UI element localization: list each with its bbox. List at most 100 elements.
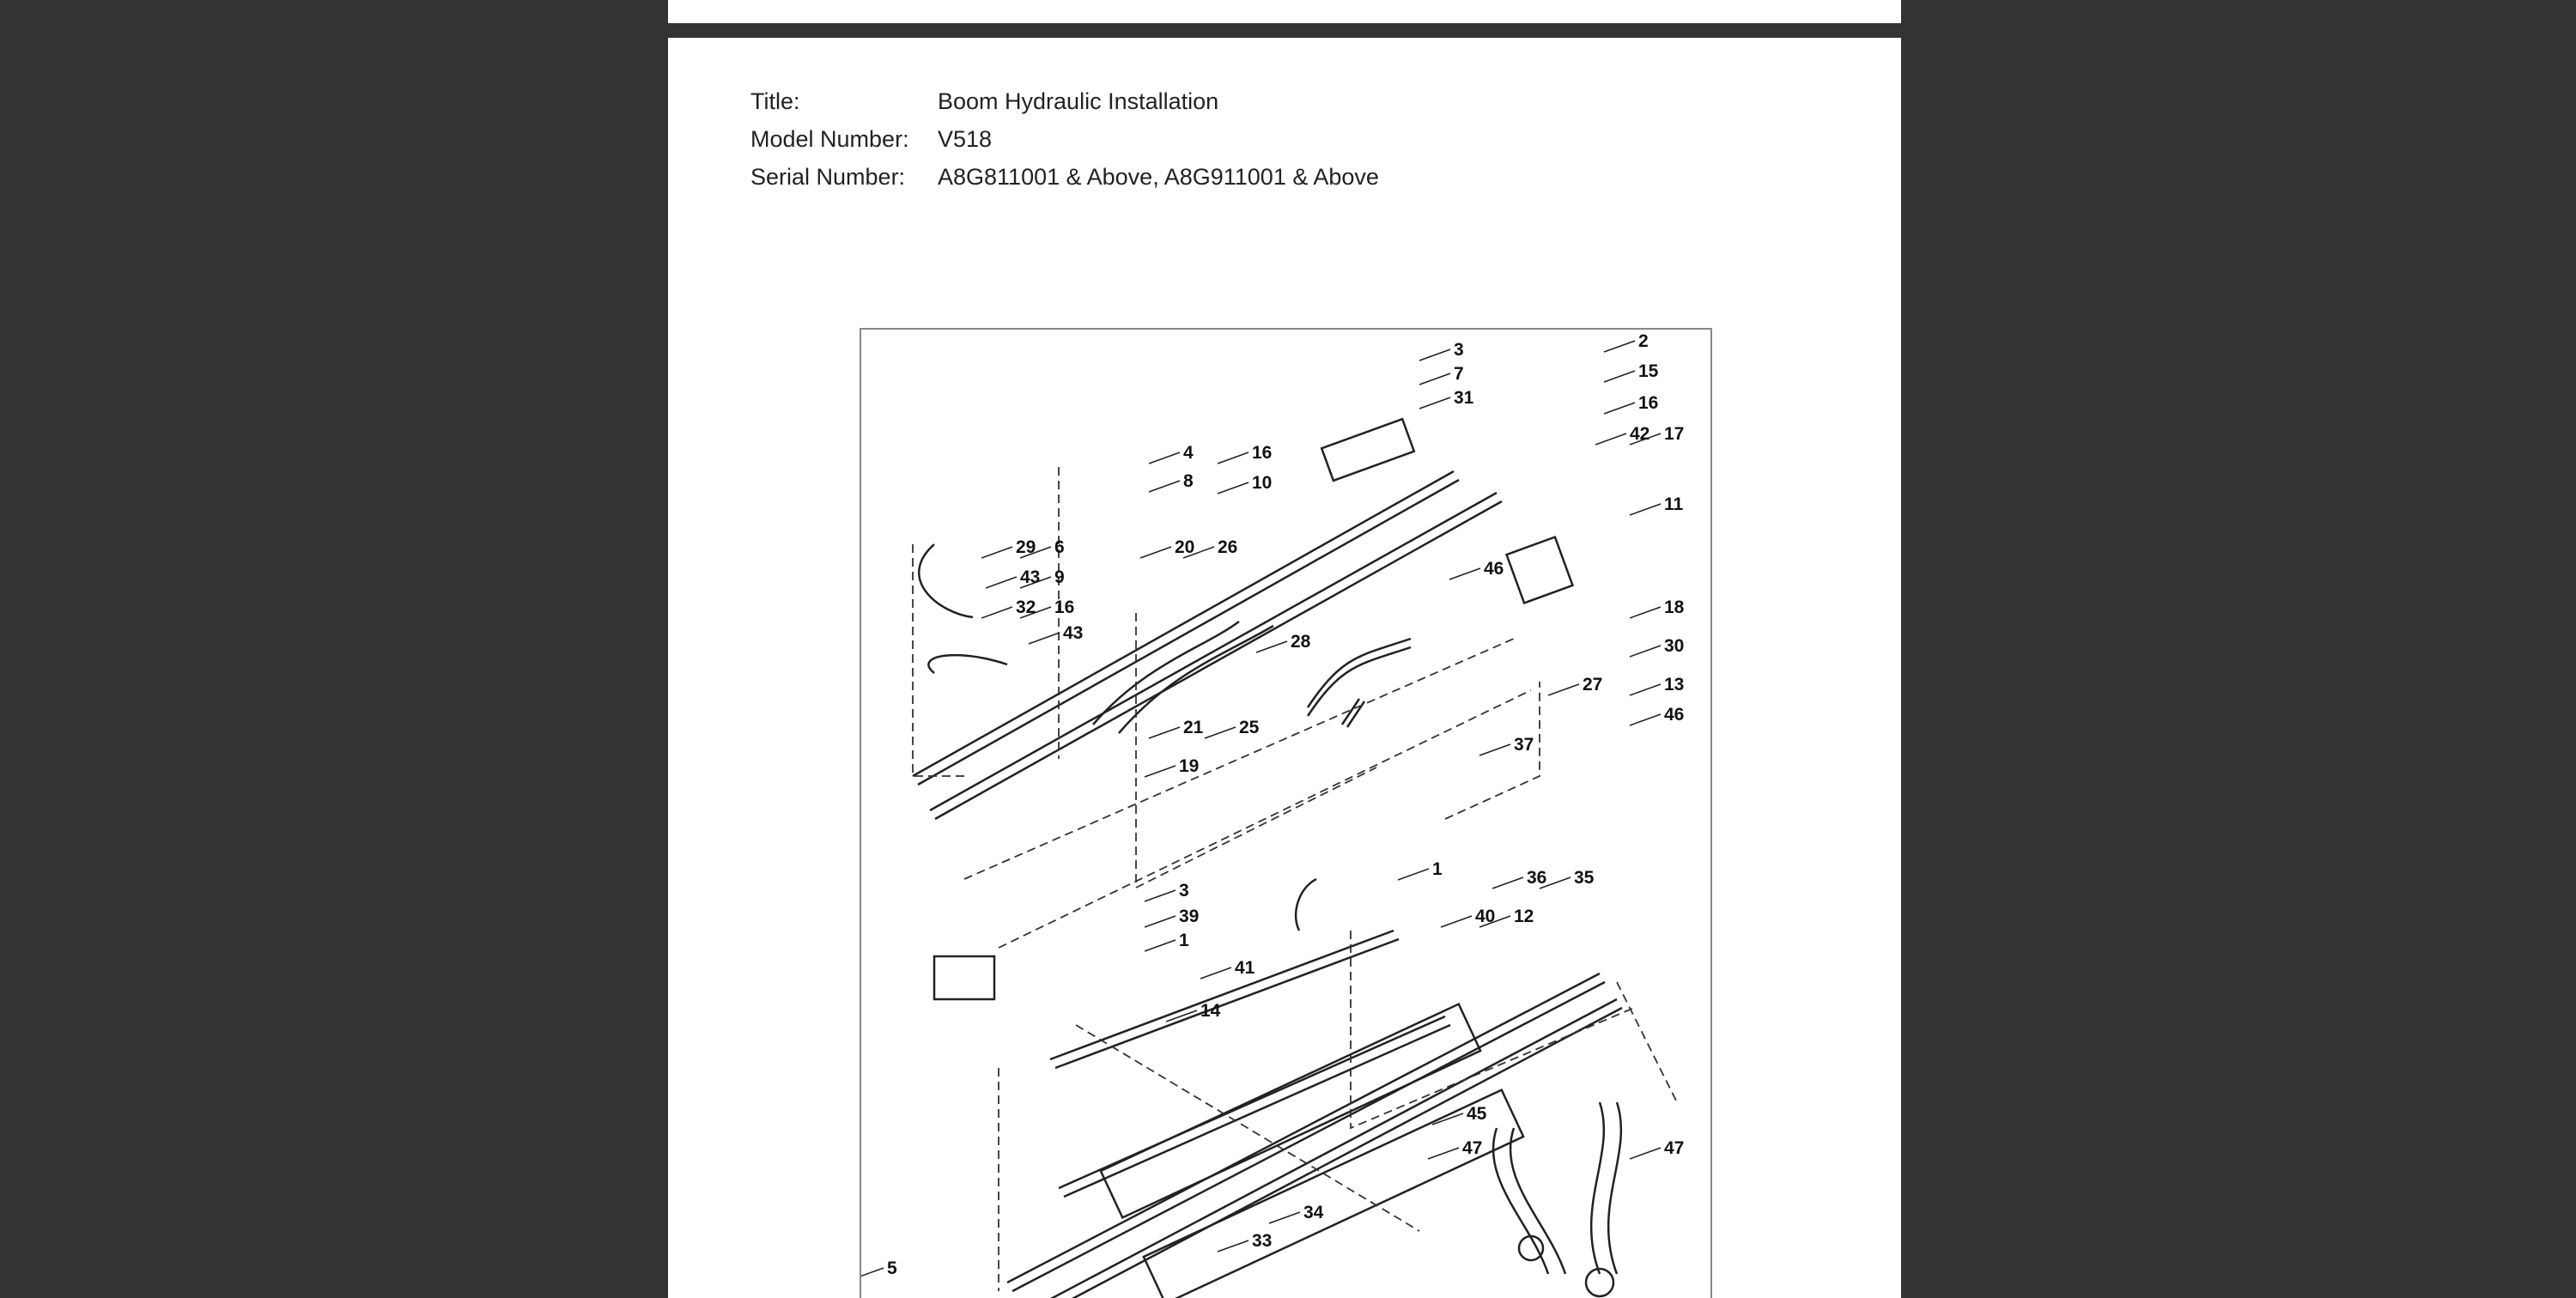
callout-leader	[1268, 1211, 1301, 1224]
callout-number: 25	[1239, 718, 1260, 737]
callout-leader	[1603, 370, 1636, 383]
callout-number: 46	[1484, 559, 1504, 579]
callout-number: 16	[1054, 597, 1074, 617]
callout-leader	[1629, 503, 1662, 516]
callout-number: 46	[1664, 705, 1684, 725]
callout-leader	[1217, 452, 1249, 464]
callout-number: 1	[1179, 931, 1189, 950]
valve-block	[933, 955, 996, 1001]
callout-number: 1	[1432, 859, 1443, 879]
serial-number-value: A8G811001 & Above, A8G911001 & Above	[938, 164, 1379, 190]
serial-number-label: Serial Number:	[750, 164, 906, 190]
dashed-guide	[998, 689, 1532, 949]
callout-number: 6	[1054, 537, 1065, 557]
callout-leader	[1148, 480, 1181, 493]
callout-leader	[1440, 915, 1473, 928]
bracket	[1320, 417, 1416, 482]
callout-leader	[1200, 967, 1232, 980]
callout-number: 36	[1527, 868, 1546, 888]
tube-line	[1049, 929, 1394, 1061]
callout-leader	[1629, 713, 1662, 726]
tube-line	[1063, 1023, 1451, 1198]
tube-line	[1006, 972, 1601, 1284]
plate	[1099, 1002, 1482, 1220]
callout-leader	[981, 546, 1013, 559]
callout-leader	[1629, 683, 1662, 696]
callout-leader	[1603, 402, 1636, 415]
callout-leader	[985, 576, 1018, 589]
tube-line	[1049, 998, 1618, 1298]
callout-leader	[1419, 349, 1451, 361]
callout-leader	[1019, 546, 1052, 559]
hose	[1092, 620, 1240, 725]
tube-line	[917, 478, 1460, 786]
callout-leader	[1028, 632, 1060, 645]
callout-leader	[1539, 876, 1571, 889]
callout-number: 19	[1179, 756, 1199, 776]
dashed-guide	[1444, 682, 1540, 820]
callout-number: 30	[1664, 636, 1684, 656]
hose	[918, 543, 974, 619]
hose	[1509, 1127, 1567, 1275]
callout-number: 29	[1016, 537, 1036, 557]
callout-number: 47	[1462, 1138, 1482, 1158]
tube-line	[912, 470, 1455, 778]
title-value: Boom Hydraulic Installation	[938, 88, 1219, 114]
callout-number: 4	[1183, 443, 1194, 463]
document-page: Title: Boom Hydraulic Installation Model…	[668, 38, 1901, 1298]
callout-number: 20	[1175, 537, 1194, 557]
callout-leader	[1144, 765, 1176, 778]
plate	[1142, 1088, 1525, 1298]
callout-leader	[1449, 567, 1481, 580]
callout-number: 40	[1475, 907, 1495, 926]
callout-number: 31	[1454, 388, 1474, 408]
serial-number-row: Serial Number: A8G811001 & Above, A8G911…	[750, 158, 1379, 196]
callout-leader	[1144, 939, 1176, 952]
callout-leader	[1148, 452, 1181, 464]
callout-leader	[1547, 683, 1580, 696]
callout-number: 3	[1179, 881, 1189, 901]
callout-number: 28	[1291, 632, 1311, 652]
callout-leader	[1182, 546, 1215, 559]
callout-number: 14	[1200, 1001, 1221, 1021]
callout-leader	[1204, 726, 1236, 739]
callout-leader	[1397, 868, 1430, 881]
callout-number: 34	[1303, 1203, 1324, 1222]
title-label: Title:	[750, 88, 800, 114]
fitting	[1517, 1234, 1545, 1262]
hose	[1118, 624, 1274, 734]
tube-line	[1071, 1006, 1623, 1298]
callout-leader	[981, 606, 1013, 619]
dashed-guide	[1135, 613, 1377, 889]
callout-number: 7	[1454, 364, 1464, 384]
hose	[1607, 1101, 1623, 1275]
callout-number: 8	[1183, 471, 1194, 491]
callout-leader	[1419, 373, 1451, 385]
callout-leader	[1144, 915, 1176, 928]
dashed-guide	[912, 544, 964, 777]
callout-number: 5	[887, 1259, 897, 1278]
callout-number: 33	[1252, 1231, 1272, 1251]
callout-number: 2	[1638, 331, 1649, 351]
callout-number: 21	[1183, 718, 1204, 737]
callout-number: 32	[1016, 597, 1036, 617]
title-row: Title: Boom Hydraulic Installation	[750, 82, 1379, 120]
callout-number: 43	[1063, 623, 1083, 643]
callout-number: 9	[1054, 567, 1065, 587]
dashed-guide	[1075, 1024, 1420, 1232]
callout-number: 16	[1252, 443, 1272, 463]
callout-leader	[1595, 433, 1627, 446]
hose	[1589, 1101, 1606, 1275]
callout-leader	[1479, 743, 1511, 756]
callout-number: 12	[1514, 907, 1534, 926]
callout-leader	[1479, 915, 1511, 928]
callout-leader	[1629, 433, 1662, 446]
callout-leader	[1148, 726, 1181, 739]
callout-leader	[1165, 1010, 1198, 1022]
callout-leader	[1427, 1147, 1460, 1160]
model-number-label: Model Number:	[750, 126, 909, 152]
callout-number: 45	[1467, 1104, 1487, 1124]
hose	[927, 653, 1008, 674]
